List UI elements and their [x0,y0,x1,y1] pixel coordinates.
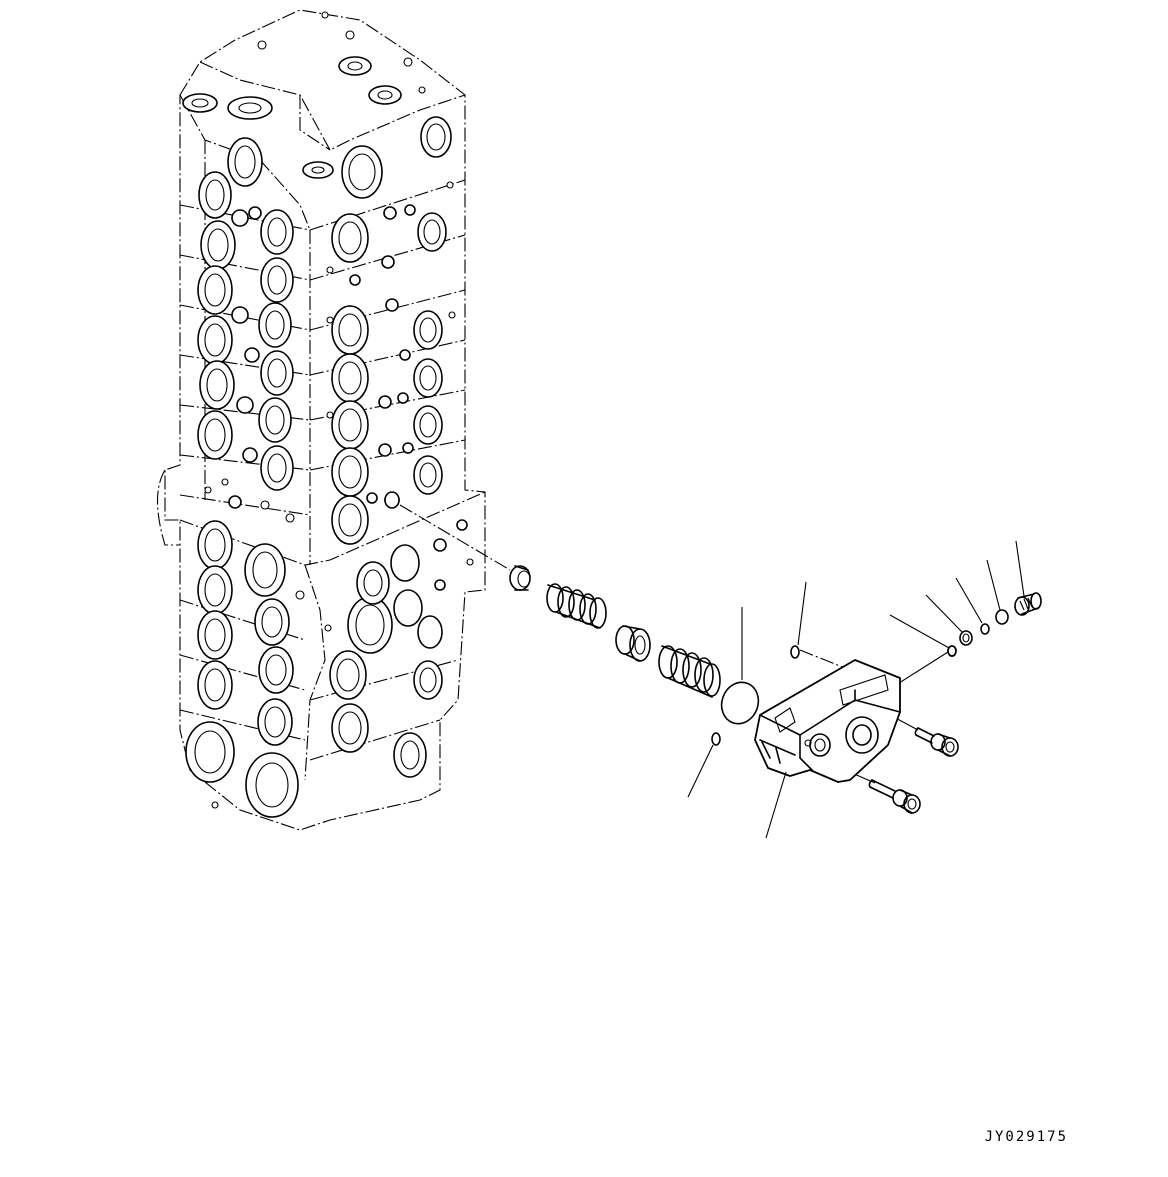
leader-line-plug-o-ring [986,559,1001,611]
mounting-bolt-upper [914,727,959,757]
leader-line-small-o-ring-upper [797,581,807,646]
assembly-axis-line-2 [799,649,846,669]
leader-line-pin [889,614,950,649]
leader-line-plug [1015,540,1025,597]
valve-cover-block [754,659,901,783]
small-o-ring-lower [711,732,721,746]
leader-line-nut [925,594,963,633]
pilot-pin [947,645,957,657]
leader-line-small-o-ring-lower [687,744,714,798]
right-face-ports [326,116,456,545]
leader-lines [687,540,1025,839]
lower-block-ports [185,519,474,818]
mounting-bolt-lower [868,779,921,814]
control-valve-body [157,9,486,831]
drawing-reference-code: JY029175 [984,1129,1068,1145]
spool-bore-port [384,491,400,509]
left-face-ports [197,137,295,523]
large-o-ring [720,681,760,725]
spring-retainer [509,565,531,591]
leader-line-tiny-o-ring [955,577,983,624]
assembly-axis-line [399,504,511,571]
threaded-plug [1014,592,1042,616]
spring-seat-collar [615,625,651,662]
plug-o-ring [995,609,1009,625]
spring-2 [658,645,721,698]
small-o-ring-upper [790,645,800,659]
spring-1 [546,583,607,629]
lock-nut [959,630,973,646]
leader-line-cover [765,771,787,839]
tiny-o-ring [980,623,990,635]
